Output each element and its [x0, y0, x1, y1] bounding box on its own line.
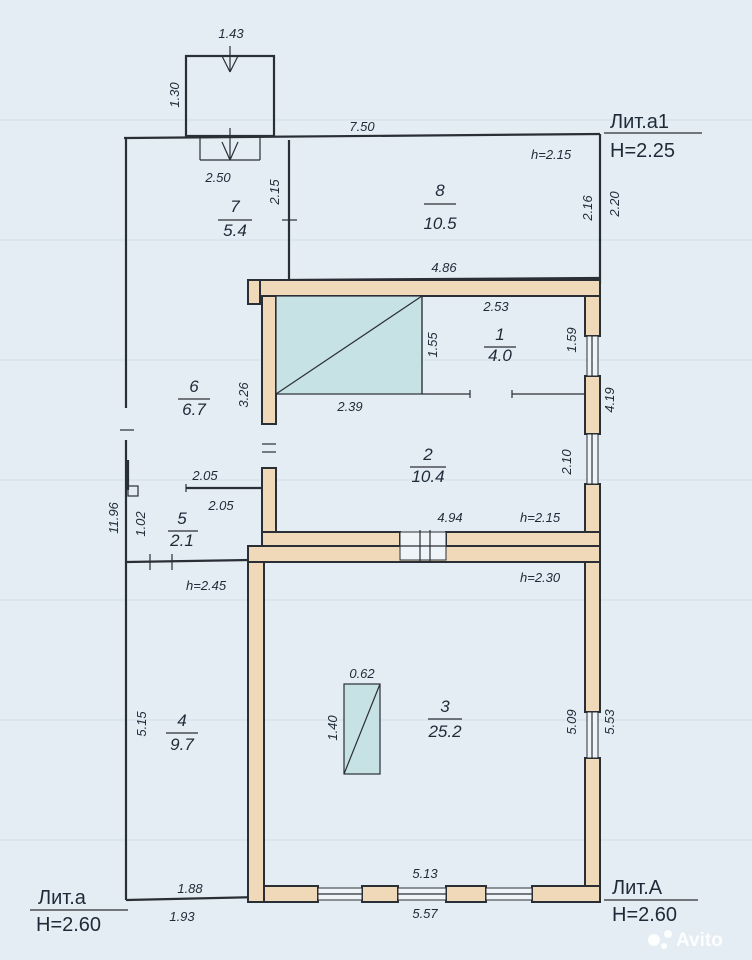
dim-0-62: 0.62 — [349, 666, 375, 681]
room-4-area: 9.7 — [170, 735, 194, 754]
dim-5-53: 5.53 — [602, 709, 617, 735]
height-room-2: h=2.15 — [520, 510, 561, 525]
dim-2-20: 2.20 — [607, 191, 622, 218]
room-5-area: 2.1 — [169, 531, 194, 550]
dim-5-15: 5.15 — [134, 711, 149, 737]
dim-2-53: 2.53 — [482, 299, 509, 314]
lit-A-height: H=2.60 — [612, 904, 677, 926]
dim-4-94: 4.94 — [437, 510, 462, 525]
dimensions: 1.43 1.30 7.50 2.50 2.15 2.16 2.20 4.86 … — [106, 26, 622, 924]
room-2-number: 2 — [422, 445, 433, 464]
dim-porch-height: 1.30 — [167, 82, 182, 108]
main-walls — [247, 279, 601, 903]
room-5-number: 5 — [177, 509, 187, 528]
lit-a1-label: Лит.а1 — [610, 111, 669, 133]
litera-labels: Лит.а1 H=2.25 Лит.а H=2.60 Лит.А H=2.60 — [30, 111, 702, 936]
dim-2-05-upper: 2.05 — [191, 468, 218, 483]
dim-top: 7.50 — [349, 119, 375, 134]
room-8-area: 10.5 — [423, 214, 457, 233]
avito-logo-icon — [648, 934, 660, 946]
room-3-number: 3 — [440, 697, 450, 716]
room-7-area: 5.4 — [223, 221, 247, 240]
dim-2-05-lower: 2.05 — [207, 498, 234, 513]
dim-2-10: 2.10 — [559, 449, 574, 476]
height-room-5: h=2.45 — [186, 578, 227, 593]
dim-1-55: 1.55 — [425, 332, 440, 358]
dim-2-50: 2.50 — [204, 170, 231, 185]
room-8-number: 8 — [435, 181, 445, 200]
height-room-8: h=2.15 — [531, 147, 572, 162]
room-1-number: 1 — [495, 325, 504, 344]
lit-a-height: H=2.60 — [36, 914, 101, 936]
dim-2-39: 2.39 — [336, 399, 362, 414]
room-4-number: 4 — [177, 711, 186, 730]
room-7-number: 7 — [230, 197, 240, 216]
dim-4-86: 4.86 — [431, 260, 457, 275]
avito-watermark: Avito — [648, 930, 723, 951]
dim-5-09: 5.09 — [564, 709, 579, 734]
stair — [275, 295, 585, 398]
dim-4-19: 4.19 — [602, 387, 617, 412]
porch — [184, 46, 276, 161]
dim-1-02: 1.02 — [133, 511, 148, 537]
floor-hatch — [343, 683, 381, 775]
dim-2-16: 2.16 — [580, 195, 595, 222]
room-3-area: 25.2 — [427, 722, 462, 741]
lit-a1-height: H=2.25 — [610, 140, 675, 162]
lit-A-label: Лит.А — [612, 877, 663, 899]
ceiling-heights: h=2.15 h=2.15 h=2.30 h=2.45 — [186, 147, 572, 593]
dim-2-15: 2.15 — [267, 179, 282, 206]
dim-5-13: 5.13 — [412, 866, 438, 881]
dim-11-96: 11.96 — [106, 501, 121, 533]
dim-1-93: 1.93 — [169, 909, 195, 924]
lit-a-label: Лит.а — [38, 887, 87, 909]
room-labels: 8 10.5 7 5.4 1 4.0 6 6.7 2 10.4 5 2.1 3 … — [166, 181, 516, 754]
room-1-area: 4.0 — [488, 346, 512, 365]
dim-1-59: 1.59 — [564, 327, 579, 352]
avito-watermark-text: Avito — [676, 930, 723, 951]
height-room-3: h=2.30 — [520, 570, 561, 585]
dim-1-88: 1.88 — [177, 881, 203, 896]
dim-5-57: 5.57 — [412, 906, 438, 921]
room-2-area: 10.4 — [411, 467, 444, 486]
room-6-area: 6.7 — [182, 400, 206, 419]
room-6-number: 6 — [189, 377, 199, 396]
dim-3-26: 3.26 — [236, 382, 251, 408]
dim-1-40: 1.40 — [325, 715, 340, 741]
dim-porch-width: 1.43 — [218, 26, 244, 41]
